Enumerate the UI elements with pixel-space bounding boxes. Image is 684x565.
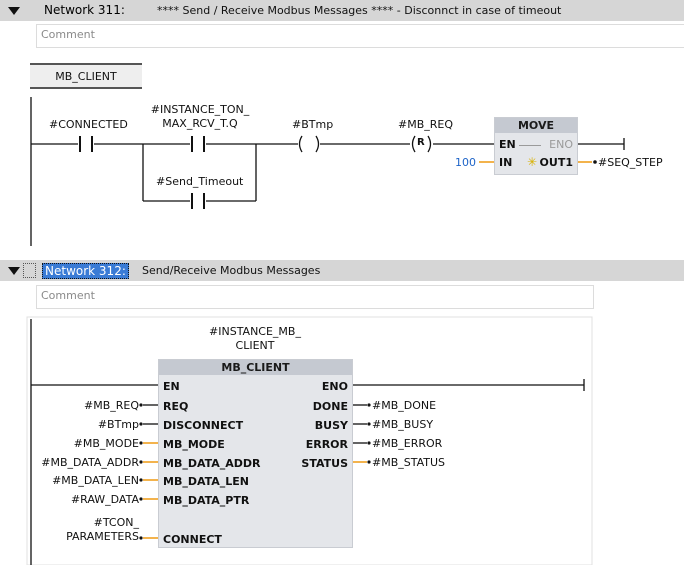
comment-placeholder: Comment (41, 289, 95, 302)
out-sparkle-icon: ✳ (527, 155, 538, 169)
input-connect-value-1[interactable]: #TCON_ (93, 516, 139, 529)
output-status-value[interactable]: #MB_STATUS (372, 456, 446, 469)
network-311-comment: **** Send / Receive Modbus Messages ****… (157, 4, 562, 17)
input-mb-data-addr-value[interactable]: #MB_DATA_ADDR (41, 456, 139, 469)
pin-status: STATUS (301, 457, 348, 470)
network-311-header[interactable]: Network 311: **** Send / Receive Modbus … (0, 0, 684, 21)
mb-client-block[interactable]: MB_CLIENT EN REQ DISCONNECT MB_MODE MB_D… (158, 359, 353, 548)
pin-done: DONE (312, 400, 348, 413)
reset-coil-symbol: R (417, 137, 425, 148)
instance-db-label-2[interactable]: CLIENT (235, 339, 275, 352)
network-311-comment-field[interactable]: Comment (36, 24, 684, 48)
coil-btmp-label[interactable]: #BTmp (292, 118, 334, 131)
output-done-value[interactable]: #MB_DONE (372, 399, 437, 412)
input-req-value[interactable]: #MB_REQ (83, 399, 139, 412)
pin-eno: ENO (321, 380, 348, 393)
move-out-pin: OUT1 (539, 156, 573, 169)
move-out-value[interactable]: #SEQ_STEP (598, 156, 663, 169)
output-error-value[interactable]: #MB_ERROR (372, 437, 443, 450)
pin-mb-mode: MB_MODE (163, 438, 225, 451)
input-connect-value-2[interactable]: PARAMETERS (66, 530, 139, 543)
move-eno-pin: ENO (549, 138, 573, 151)
move-in-value[interactable]: 100 (455, 156, 476, 169)
collapse-triangle-icon[interactable] (8, 7, 20, 15)
pin-req: REQ (163, 400, 189, 413)
pin-connect: CONNECT (163, 533, 222, 546)
input-mb-data-len-value[interactable]: #MB_DATA_LEN (52, 474, 139, 487)
selection-marker (23, 263, 36, 278)
contact-ton-label-2[interactable]: MAX_RCV_T.Q (162, 117, 238, 130)
input-disconnect-value[interactable]: #BTmp (97, 418, 139, 431)
collapse-triangle-icon[interactable] (8, 267, 20, 275)
contact-ton-label-1[interactable]: #INSTANCE_TON_ (150, 103, 250, 116)
pin-en: EN (163, 380, 180, 393)
pin-busy: BUSY (314, 419, 348, 432)
network-312-comment: Send/Receive Modbus Messages (142, 264, 321, 277)
network-311-ladder (30, 97, 625, 246)
move-in-pin: IN (499, 156, 513, 169)
network-312-comment-field[interactable]: Comment (36, 285, 594, 309)
move-en-eno-line (519, 145, 541, 146)
pin-disconnect: DISCONNECT (163, 419, 244, 432)
network-tag-box[interactable]: MB_CLIENT (30, 63, 142, 89)
input-mb-data-ptr-value[interactable]: #RAW_DATA (70, 493, 139, 506)
comment-placeholder: Comment (41, 28, 95, 41)
contact-send-timeout-label[interactable]: #Send_Timeout (156, 175, 244, 188)
pin-error: ERROR (305, 438, 348, 451)
move-block[interactable]: MOVE EN ENO IN ✳ OUT1 (494, 117, 578, 175)
network-311-title: Network 311: (44, 3, 125, 17)
output-busy-value[interactable]: #MB_BUSY (372, 418, 434, 431)
move-block-title: MOVE (495, 118, 577, 133)
move-en-pin: EN (499, 138, 516, 151)
network-tag-label: MB_CLIENT (55, 70, 117, 83)
input-mb-mode-value[interactable]: #MB_MODE (73, 437, 139, 450)
instance-db-label-1[interactable]: #INSTANCE_MB_ (209, 325, 301, 338)
pin-mb-data-ptr: MB_DATA_PTR (163, 494, 250, 507)
coil-mbreq-label[interactable]: #MB_REQ (398, 118, 454, 131)
mb-client-block-title: MB_CLIENT (159, 360, 352, 375)
network-312-header[interactable]: Network 312: Send/Receive Modbus Message… (0, 260, 684, 281)
contact-connected-label[interactable]: #CONNECTED (49, 118, 128, 131)
pin-mb-data-addr: MB_DATA_ADDR (163, 457, 261, 470)
pin-mb-data-len: MB_DATA_LEN (163, 475, 250, 488)
network-312-title[interactable]: Network 312: (42, 263, 129, 279)
